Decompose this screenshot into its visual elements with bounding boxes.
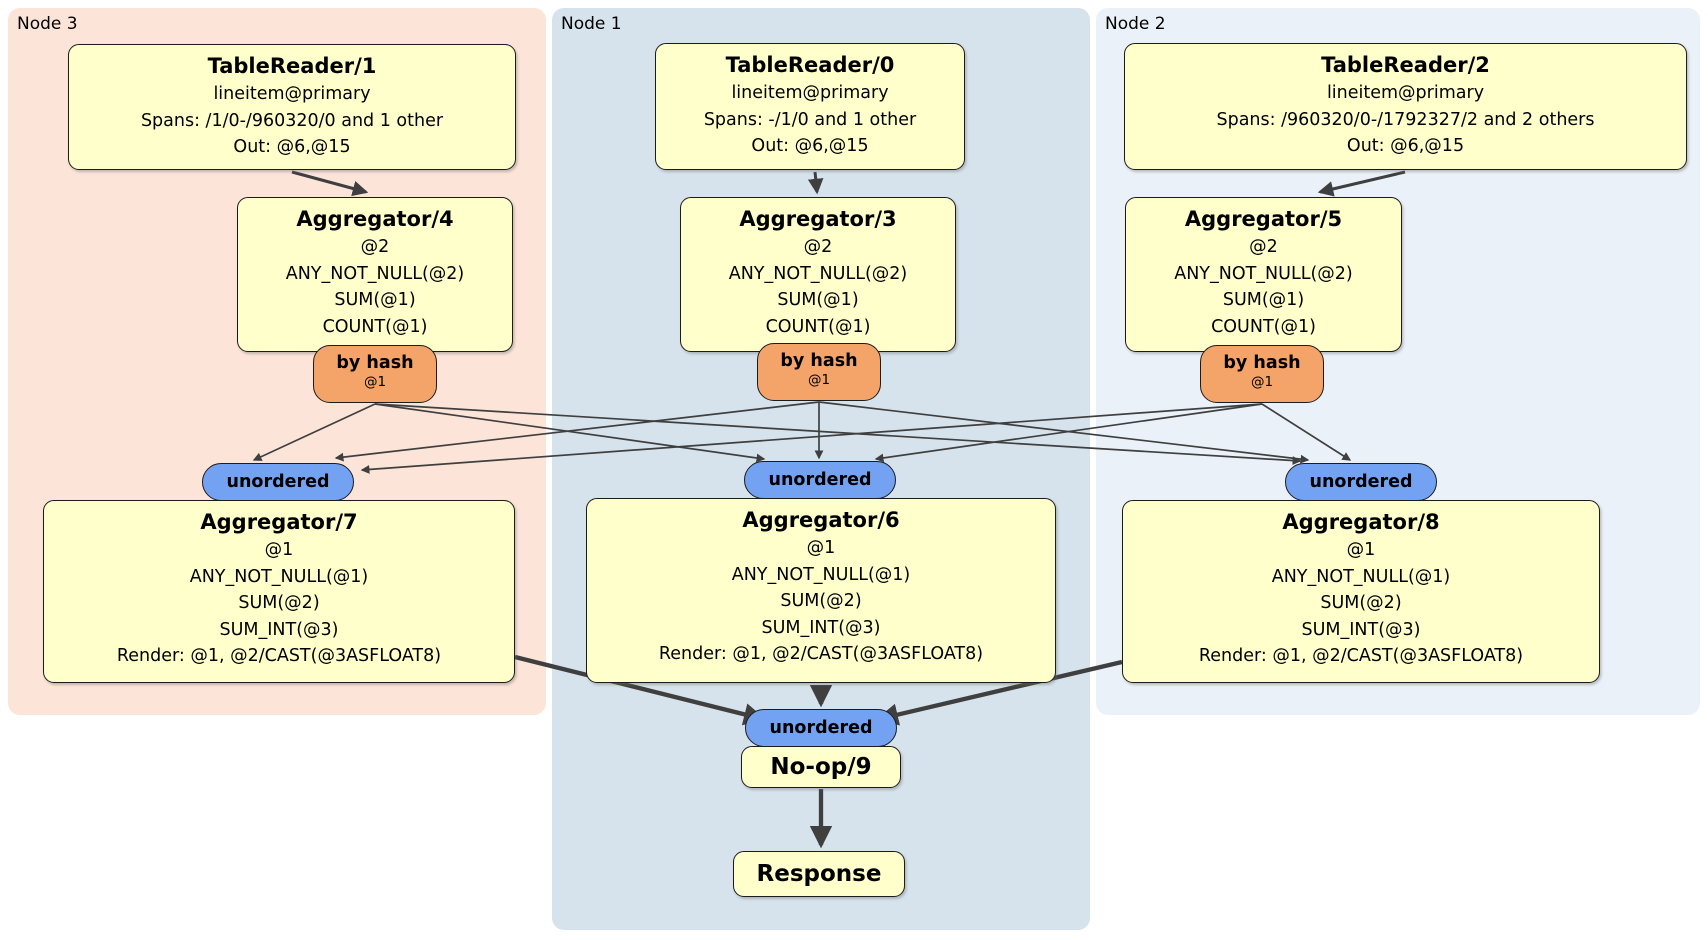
processor-detail: Out: @6,@15 [233,137,351,157]
node-group-3-label: Node 3 [17,14,78,34]
processor-detail: lineitem@primary [1326,83,1485,103]
edge-hash3-u2 [818,401,1310,464]
processor-detail: @1 [264,540,294,560]
edge-hash3-u3 [334,401,820,462]
processor-detail: ANY_NOT_NULL(@1) [189,566,369,587]
edge-tr0-agg3 [807,171,824,195]
processor-title: Aggregator/7 [200,510,358,534]
edge-agg7-final [514,654,767,726]
edge-tr1-agg4 [291,170,369,197]
router-label: by hash [1223,353,1301,373]
sync-unordered-node2: unordered [1285,463,1437,501]
processor-detail: ANY_NOT_NULL(@1) [1271,566,1451,587]
processor-aggregator-6: Aggregator/6 @1 ANY_NOT_NULL(@1) SUM(@2)… [586,498,1056,683]
processor-detail: Spans: /1/0-/960320/0 and 1 other [140,110,444,131]
processor-detail: COUNT(@1) [322,316,428,337]
processor-detail: @1 [1346,540,1376,560]
processor-detail: @1 [806,538,836,558]
edge-hash5-u1 [874,403,1263,463]
processor-title: TableReader/2 [1321,53,1490,77]
processor-title: TableReader/0 [725,53,895,77]
router-label: by hash [780,351,858,371]
node-group-1-label: Node 1 [561,14,622,34]
sync-unordered-node3: unordered [202,463,354,501]
router-detail: @1 [1250,374,1274,390]
sync-unordered-node1: unordered [744,461,896,499]
processor-noop-9: No-op/9 [741,746,901,788]
processor-title: Aggregator/4 [296,207,454,231]
edge-agg8-final [875,659,1123,726]
processor-title: Aggregator/3 [739,207,897,231]
processor-aggregator-8: Aggregator/8 @1 ANY_NOT_NULL(@1) SUM(@2)… [1122,500,1600,683]
router-by-hash-agg3: by hash @1 [757,343,881,401]
processor-detail: ANY_NOT_NULL(@1) [731,564,911,585]
processor-tablereader-0: TableReader/0 lineitem@primary Spans: -/… [655,43,965,170]
processor-detail: SUM_INT(@3) [761,617,881,638]
processor-detail: SUM(@1) [334,290,416,310]
processor-title: No-op/9 [770,753,872,780]
processor-detail: ANY_NOT_NULL(@2) [728,263,908,284]
processor-detail: SUM_INT(@3) [219,619,339,640]
processor-detail: SUM_INT(@3) [1301,619,1421,640]
processor-detail: COUNT(@1) [1211,316,1316,337]
processor-detail: ANY_NOT_NULL(@2) [1174,263,1353,284]
processor-aggregator-7: Aggregator/7 @1 ANY_NOT_NULL(@1) SUM(@2)… [43,500,515,683]
processor-detail: SUM(@2) [238,593,320,613]
edge-hash4-u3 [252,403,376,461]
edge-tr2-agg5 [1317,170,1406,197]
response-node: Response [733,851,905,897]
processor-detail: @2 [1249,237,1278,257]
sync-unordered-final: unordered [745,709,897,747]
processor-detail: Out: @6,@15 [1346,136,1465,156]
edge-hash5-u2 [1261,403,1352,461]
processor-tablereader-1: TableReader/1 lineitem@primary Spans: /1… [68,44,516,170]
processor-aggregator-5: Aggregator/5 @2 ANY_NOT_NULL(@2) SUM(@1)… [1125,197,1402,352]
processor-detail: Render: @1, @2/CAST(@3ASFLOAT8) [658,644,984,664]
processor-tablereader-2: TableReader/2 lineitem@primary Spans: /9… [1124,43,1687,170]
router-label: by hash [336,353,414,373]
processor-detail: Render: @1, @2/CAST(@3ASFLOAT8) [116,646,442,666]
edge-hash4-u2 [374,403,1302,465]
processor-aggregator-3: Aggregator/3 @2 ANY_NOT_NULL(@2) SUM(@1)… [680,197,956,352]
processor-detail: Render: @1, @2/CAST(@3ASFLOAT8) [1198,646,1524,666]
processor-detail: ANY_NOT_NULL(@2) [285,263,465,284]
processor-detail: lineitem@primary [731,83,889,103]
processor-detail: Out: @6,@15 [751,136,869,156]
processor-detail: @2 [360,237,390,257]
processor-aggregator-4: Aggregator/4 @2 ANY_NOT_NULL(@2) SUM(@1)… [237,197,513,352]
router-by-hash-agg5: by hash @1 [1200,345,1324,403]
processor-title: TableReader/1 [207,54,377,78]
processor-detail: SUM(@2) [780,591,862,611]
processor-detail: SUM(@2) [1320,593,1402,613]
processor-title: Aggregator/5 [1184,207,1343,231]
processor-detail: lineitem@primary [213,84,371,104]
router-detail: @1 [363,374,387,390]
node-group-2-label: Node 2 [1105,14,1166,34]
processor-detail: SUM(@1) [1222,290,1305,310]
processor-detail: Spans: -/1/0 and 1 other [703,109,917,130]
processor-detail: @2 [803,237,833,257]
processor-title: Aggregator/6 [742,508,900,532]
processor-detail: COUNT(@1) [765,316,871,337]
router-by-hash-agg4: by hash @1 [313,345,437,403]
processor-detail: Spans: /960320/0-/1792327/2 and 2 others [1216,109,1595,130]
router-detail: @1 [807,372,831,388]
processor-title: Response [756,860,882,887]
processor-detail: SUM(@1) [777,290,859,310]
edge-hash5-u3 [360,403,1263,474]
processor-title: Aggregator/8 [1282,510,1440,534]
